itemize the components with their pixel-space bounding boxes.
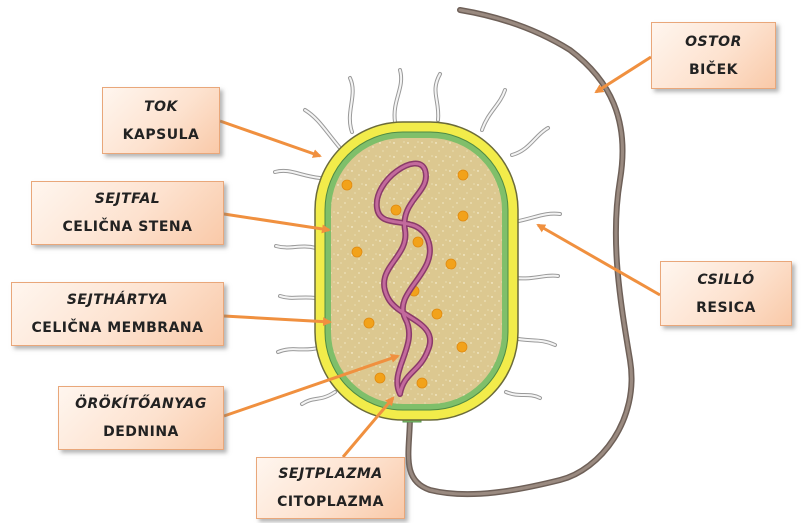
label-tok-hu: TOK	[144, 98, 178, 115]
arrow-tok	[219, 119, 322, 158]
label-sejtplazma-sl: CITOPLAZMA	[277, 494, 384, 510]
label-ostor-hu: OSTOR	[685, 33, 742, 50]
granules	[341, 169, 469, 389]
arrow-sejtfal	[223, 212, 331, 234]
label-sejthartya-sl: CELIČNA MEMBRANA	[31, 320, 204, 336]
label-sejtplazma-hu: SEJTPLAZMA	[278, 466, 383, 482]
label-orokito-hu: ÖRÖKÍTŐANYAG	[75, 396, 207, 412]
label-sejtplazma: SEJTPLAZMA CITOPLAZMA	[256, 457, 405, 519]
label-sejtfal: SEJTFAL CELIČNA STENA	[31, 181, 224, 245]
label-sejtfal-sl: CELIČNA STENA	[62, 219, 193, 235]
label-tok-sl: KAPSULA	[122, 126, 200, 143]
label-tok: TOK KAPSULA	[102, 87, 220, 154]
arrow-csillo	[536, 223, 661, 297]
arrow-ostor	[594, 55, 652, 94]
label-sejtfal-hu: SEJTFAL	[94, 191, 161, 207]
arrow-sejtplazma	[341, 396, 395, 458]
arrow-sejthartya	[223, 314, 332, 327]
label-orokito: ÖRÖKÍTŐANYAG DEDNINA	[58, 386, 224, 450]
label-csillo: CSILLÓ RESICA	[660, 261, 792, 326]
label-csillo-hu: CSILLÓ	[697, 271, 755, 288]
label-ostor: OSTOR BIČEK	[651, 22, 776, 89]
label-ostor-sl: BIČEK	[688, 61, 739, 78]
arrow-orokito	[223, 354, 400, 418]
label-sejthartya-hu: SEJTHÁRTYA	[66, 292, 169, 308]
label-orokito-sl: DEDNINA	[103, 424, 179, 440]
label-csillo-sl: RESICA	[696, 299, 756, 316]
label-sejthartya: SEJTHÁRTYA CELIČNA MEMBRANA	[11, 282, 224, 346]
